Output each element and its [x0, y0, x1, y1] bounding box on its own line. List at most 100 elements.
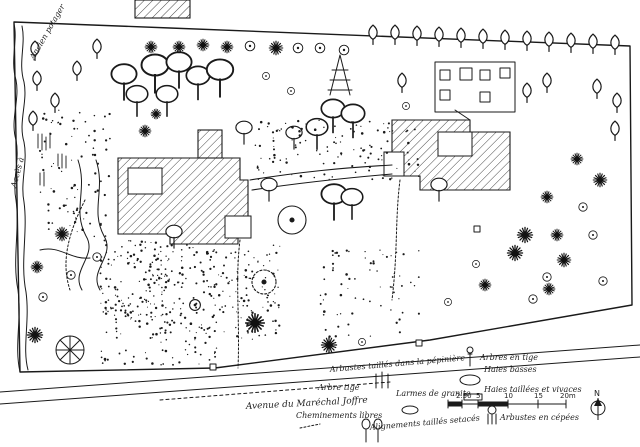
- stipple-dot: [96, 189, 100, 192]
- stipple-dot: [267, 294, 269, 297]
- stipple-dot: [209, 326, 211, 328]
- stipple-dot: [339, 293, 343, 297]
- stipple-dot: [398, 318, 401, 321]
- stipple-dot: [71, 135, 73, 137]
- stipple-dot: [109, 137, 111, 140]
- stipple-dot: [160, 326, 163, 330]
- stipple-dot: [240, 317, 242, 319]
- stipple-dot: [87, 183, 90, 186]
- stipple-dot: [145, 313, 148, 316]
- stipple-dot: [166, 321, 169, 324]
- stipple-dot: [332, 267, 334, 269]
- stipple-dot: [107, 258, 110, 261]
- top-band-shrubs: [244, 40, 410, 110]
- stipple-dot: [161, 293, 163, 296]
- east-shrub-block: [434, 61, 516, 121]
- stipple-dot: [266, 125, 269, 128]
- stipple-planting: [38, 109, 420, 366]
- stipple-dot: [285, 158, 288, 160]
- stipple-dot: [156, 274, 159, 277]
- stipple-dot: [379, 286, 381, 288]
- stipple-dot: [335, 137, 337, 139]
- stipple-dot: [105, 148, 108, 151]
- stipple-dot: [391, 286, 393, 288]
- stipple-dot: [106, 358, 109, 361]
- stipple-dot: [393, 273, 395, 275]
- stipple-dot: [103, 239, 106, 242]
- stipple-dot: [220, 275, 222, 278]
- stipple-dot: [335, 142, 337, 145]
- stipple-dot: [234, 251, 237, 254]
- stipple-dot: [236, 311, 238, 313]
- stipple-dot: [225, 276, 228, 279]
- stipple-dot: [151, 337, 153, 339]
- stipple-dot: [258, 320, 262, 323]
- stipple-dot: [335, 251, 339, 254]
- stipple-dot: [124, 349, 127, 352]
- stipple-dot: [245, 294, 248, 297]
- stipple-dot: [161, 286, 163, 289]
- stipple-dot: [248, 319, 251, 322]
- scale-tick-3: 15: [534, 392, 543, 400]
- stipple-dot: [247, 250, 250, 253]
- stipple-dot: [72, 212, 75, 215]
- stipple-dot: [160, 364, 162, 366]
- stipple-dot: [382, 254, 384, 256]
- stipple-dot: [114, 251, 116, 253]
- stipple-dot: [117, 299, 121, 303]
- stipple-dot: [319, 294, 322, 297]
- stipple-dot: [160, 315, 162, 317]
- main-house: [117, 129, 252, 245]
- stipple-dot: [41, 153, 43, 155]
- stipple-dot: [43, 112, 46, 115]
- stipple-dot: [204, 341, 207, 345]
- scale-tick-0: 2.50: [456, 392, 472, 400]
- stipple-dot: [89, 222, 92, 225]
- stipple-dot: [398, 331, 401, 334]
- stipple-dot: [180, 286, 183, 289]
- stipple-dot: [391, 276, 394, 278]
- stipple-dot: [153, 303, 155, 305]
- stipple-dot: [339, 313, 342, 315]
- stipple-dot: [405, 130, 407, 133]
- stipple-dot: [326, 146, 329, 148]
- stipple-dot: [179, 308, 182, 310]
- stipple-dot: [271, 160, 275, 164]
- top-left-gate: [134, 0, 191, 19]
- stipple-dot: [77, 189, 79, 191]
- stipple-dot: [181, 273, 184, 276]
- stipple-dot: [238, 300, 240, 303]
- stipple-dot: [262, 264, 265, 267]
- stipple-dot: [398, 298, 400, 300]
- stipple-dot: [368, 120, 371, 123]
- stipple-dot: [382, 174, 384, 176]
- stipple-dot: [136, 257, 139, 261]
- stipple-dot: [117, 255, 119, 257]
- stipple-dot: [150, 315, 152, 318]
- stipple-dot: [144, 352, 147, 354]
- stipple-dot: [237, 260, 239, 262]
- stipple-dot: [127, 297, 130, 299]
- stipple-dot: [173, 321, 176, 324]
- stipple-dot: [218, 308, 221, 311]
- stipple-dot: [202, 273, 205, 276]
- stipple-dot: [124, 309, 127, 312]
- stipple-dot: [165, 338, 168, 341]
- stipple-dot: [193, 253, 196, 257]
- stipple-dot: [323, 173, 326, 176]
- stipple-dot: [279, 245, 281, 247]
- stipple-dot: [195, 311, 198, 314]
- stipple-dot: [215, 347, 218, 349]
- stipple-dot: [192, 247, 194, 249]
- clipped-shrub-icon: [375, 371, 389, 389]
- stipple-dot: [278, 306, 280, 309]
- stipple-dot: [275, 329, 277, 331]
- stipple-dot: [113, 286, 117, 289]
- stipple-dot: [313, 176, 316, 179]
- stipple-dot: [334, 252, 337, 254]
- stipple-dot: [369, 152, 372, 155]
- stipple-dot: [214, 355, 217, 358]
- stipple-dot: [348, 277, 351, 281]
- stipple-dot: [114, 309, 117, 312]
- stipple-dot: [418, 250, 420, 252]
